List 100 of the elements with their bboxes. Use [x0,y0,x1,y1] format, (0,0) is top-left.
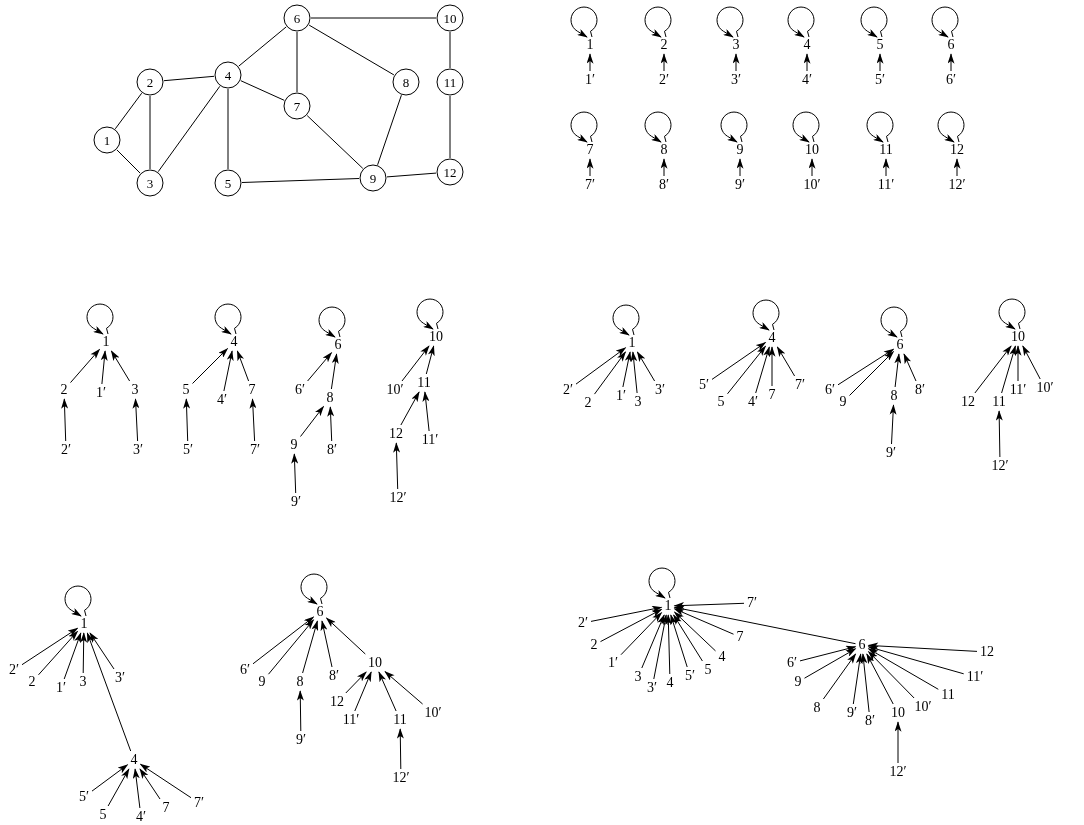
arrow [21,627,79,666]
self-loop-arrow [86,303,114,335]
graph-edge [163,75,215,82]
node-label: 12′ [388,491,408,505]
node-label: 9′ [845,706,859,720]
node-label: 9′ [884,446,898,460]
self-loop-arrow [648,567,676,599]
graph-edge [114,92,143,130]
node-label: 6′ [293,383,307,397]
node-label: 9 [838,395,848,409]
node-label: 10′ [1035,381,1055,395]
arrow [768,346,776,387]
node-label: 9′ [294,733,308,747]
graph-edge [296,31,298,93]
node-label: 6 [946,38,956,52]
vertex-circle: 9 [359,164,387,192]
arrow [803,53,811,72]
arrow [776,346,796,377]
node-label: 12 [388,427,404,441]
node-label: 9 [289,438,299,452]
node-label: 11 [991,395,1007,409]
arrow [132,768,141,809]
node-label: 9′ [289,495,303,509]
graph-edge [157,85,221,173]
arrow [38,630,79,676]
arrow [86,632,132,752]
vertex-circle: 6 [283,4,311,32]
arrow [70,348,101,384]
vertex-circle: 3 [136,169,164,197]
arrow [110,350,131,382]
self-loop-arrow [937,111,965,143]
node-label: 5 [181,383,191,397]
node-label: 6′ [944,73,958,87]
node-label: 5′ [181,443,195,457]
graph-edge [241,178,360,183]
arrow [425,345,435,375]
node-label: 8 [325,391,335,405]
node-label: 3 [633,395,643,409]
self-loop-arrow [300,573,328,605]
arrow [307,352,333,382]
arrow [867,646,965,675]
vertex-circle: 2 [136,68,164,96]
arrow [1022,345,1041,380]
graph-edge [306,115,364,169]
self-loop-arrow [716,6,744,38]
node-label: 10 [890,706,906,720]
arrow [252,616,315,665]
node-label: 2 [583,396,593,410]
arrow [867,651,915,699]
node-label: 4′ [800,73,814,87]
node-label: 1′ [94,386,108,400]
node-label: 3′ [113,671,127,685]
node-label: 1 [79,617,89,631]
self-loop-arrow [860,6,888,38]
arrow [132,398,140,442]
node-label: 11′ [1008,383,1028,397]
arrow [641,614,665,669]
node-label: 4 [802,38,812,52]
node-label: 10 [428,330,444,344]
node-label: 6 [857,638,867,652]
node-label: 2′ [59,443,73,457]
node-label: 1 [585,38,595,52]
node-label: 8 [889,389,899,403]
arrow [586,158,594,177]
node-label: 3′ [653,383,667,397]
node-label: 6 [315,605,325,619]
arrow [876,53,884,72]
node-label: 2 [59,383,69,397]
node-label: 3′ [729,73,743,87]
arrow [620,612,663,656]
node-label: 2′ [561,383,575,397]
arrow [400,391,420,426]
node-label: 8′ [863,714,877,728]
vertex-circle: 12 [436,158,464,186]
arrow [673,601,745,609]
graph-edge [310,17,437,19]
self-loop-arrow [570,111,598,143]
graph-edge [308,24,395,76]
node-label: 3 [633,670,643,684]
arrow [804,648,857,679]
node-label: 12′ [391,771,411,785]
arrow [622,351,632,388]
node-label: 7′ [192,796,206,810]
node-label: 1 [663,599,673,613]
arrow [80,632,88,674]
node-label: 6 [333,338,343,352]
arrow [653,614,668,680]
self-loop-arrow [866,111,894,143]
node-label: 12′ [888,765,908,779]
arrow [660,53,668,72]
node-label: 7′ [248,443,262,457]
arrow [139,768,161,800]
arrow [894,721,902,764]
self-loop-arrow [644,6,672,38]
arrow [866,653,894,705]
vertex-circle: 11 [436,68,464,96]
self-loop-arrow [64,585,92,617]
arrow [974,345,1012,394]
arrow [575,347,627,385]
node-label: 10′ [385,383,405,397]
